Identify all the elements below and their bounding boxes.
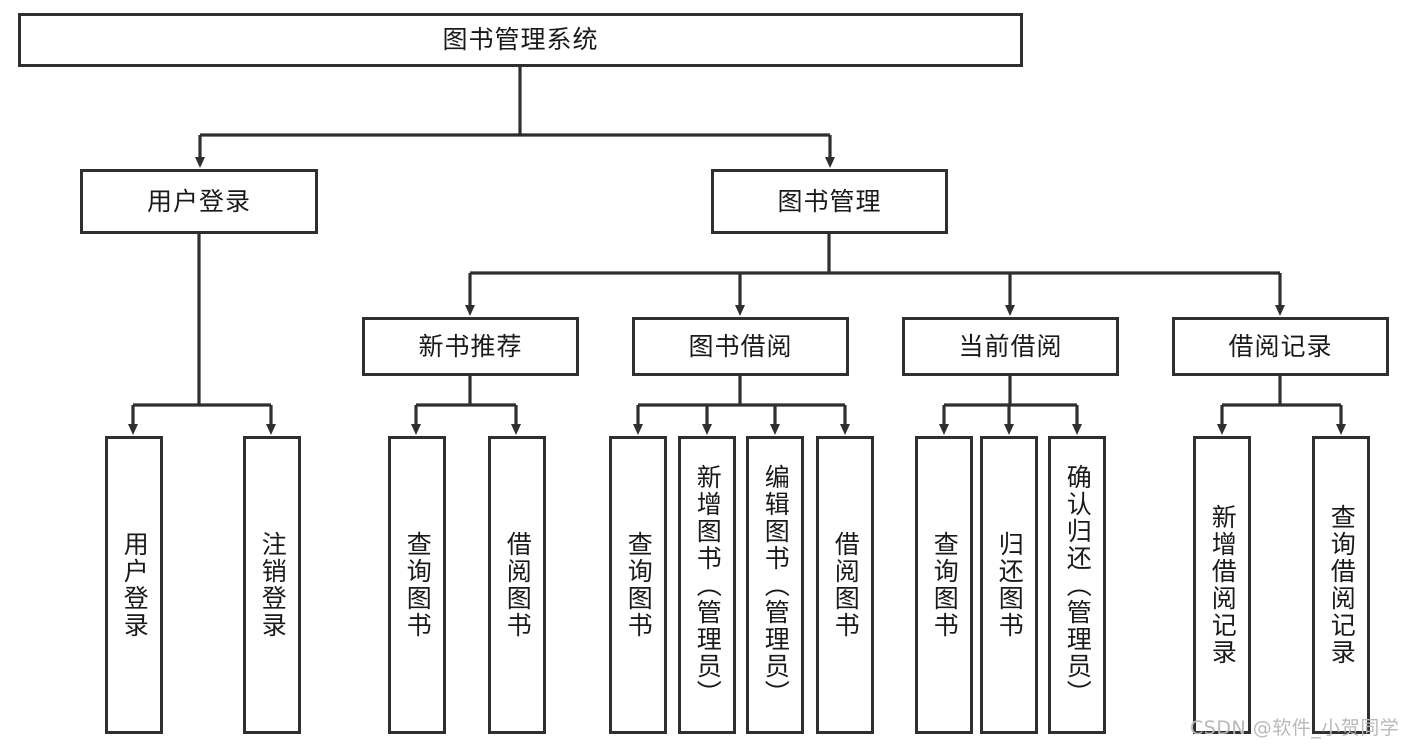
node-label: 当前借阅 [958, 331, 1063, 361]
node-current-borrowing[interactable]: 当前借阅 [902, 317, 1119, 376]
node-label: 注销登录 [258, 531, 288, 639]
node-label: 查询借阅记录 [1327, 504, 1357, 666]
node-book-borrowing[interactable]: 图书借阅 [632, 317, 849, 376]
node-user-login[interactable]: 用户登录 [80, 169, 318, 234]
node-label: 确认归还（管理员） [1063, 463, 1093, 707]
node-leaf-edit-book-admin[interactable]: 编辑图书（管理员） [746, 436, 804, 734]
node-label: 图书借阅 [688, 331, 793, 361]
node-label: 查询图书 [403, 531, 433, 639]
node-leaf-add-borrow-record[interactable]: 新增借阅记录 [1193, 436, 1251, 734]
node-root-book-management-system[interactable]: 图书管理系统 [18, 13, 1023, 67]
node-label: 新增图书（管理员） [693, 463, 723, 707]
node-label: 查询图书 [930, 531, 960, 639]
node-leaf-add-book-admin[interactable]: 新增图书（管理员） [678, 436, 736, 734]
node-label: 图书管理 [777, 186, 882, 216]
node-leaf-query-borrow-record[interactable]: 查询借阅记录 [1312, 436, 1370, 734]
node-new-book-recommendation[interactable]: 新书推荐 [362, 317, 579, 376]
node-leaf-query-books-borrow[interactable]: 查询图书 [609, 436, 667, 734]
node-leaf-confirm-return-admin[interactable]: 确认归还（管理员） [1048, 436, 1106, 734]
node-leaf-logout[interactable]: 注销登录 [243, 436, 301, 734]
node-book-management[interactable]: 图书管理 [711, 169, 948, 234]
node-label: 图书管理系统 [442, 25, 599, 54]
node-label: 新书推荐 [418, 331, 523, 361]
node-label: 编辑图书（管理员） [761, 463, 791, 707]
node-leaf-borrow-books-newbooks[interactable]: 借阅图书 [488, 436, 546, 734]
node-borrow-records[interactable]: 借阅记录 [1172, 317, 1389, 376]
node-label: 借阅记录 [1228, 331, 1333, 361]
node-label: 借阅图书 [831, 531, 861, 639]
node-label: 新增借阅记录 [1208, 504, 1238, 666]
node-leaf-return-books[interactable]: 归还图书 [980, 436, 1038, 734]
node-label: 归还图书 [995, 531, 1025, 639]
node-leaf-borrow-books[interactable]: 借阅图书 [816, 436, 874, 734]
node-label: 查询图书 [624, 531, 654, 639]
node-leaf-query-books-current[interactable]: 查询图书 [915, 436, 973, 734]
node-leaf-user-login[interactable]: 用户登录 [105, 436, 163, 734]
csdn-watermark: CSDN @软件_小贺同学 [1190, 717, 1400, 739]
node-label: 借阅图书 [503, 531, 533, 639]
node-label: 用户登录 [146, 186, 251, 216]
node-leaf-query-books-newbooks[interactable]: 查询图书 [388, 436, 446, 734]
node-label: 用户登录 [120, 531, 150, 639]
